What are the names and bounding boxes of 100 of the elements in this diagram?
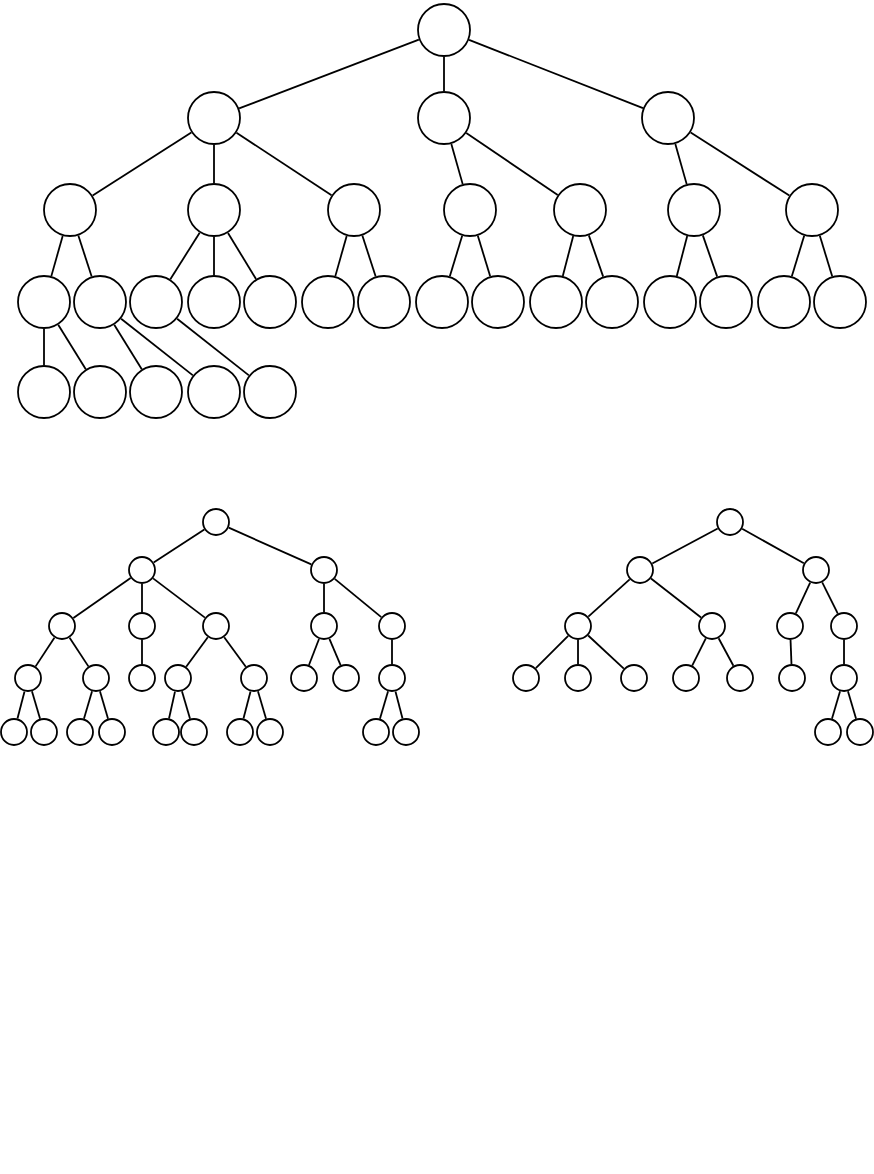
tree-node xyxy=(357,275,411,329)
tree-edge xyxy=(650,577,702,619)
tree-node xyxy=(378,664,406,692)
tree-node xyxy=(310,556,338,584)
tree-node xyxy=(698,612,726,640)
tree-node xyxy=(290,664,318,692)
tree-edge xyxy=(120,317,194,377)
tree-edge xyxy=(843,639,845,665)
tree-node xyxy=(585,275,639,329)
tree-edge xyxy=(328,637,342,667)
tree-node xyxy=(785,183,839,237)
tree-node xyxy=(256,718,284,746)
tree-edge xyxy=(333,577,383,619)
tree-node xyxy=(672,664,700,692)
tree-edge xyxy=(176,317,250,377)
tree-node xyxy=(699,275,753,329)
tree-node xyxy=(830,612,858,640)
tree-edge xyxy=(741,527,805,565)
tree-edge xyxy=(68,636,90,668)
tree-node xyxy=(327,183,381,237)
tree-node xyxy=(512,664,540,692)
tree-node xyxy=(830,664,858,692)
tree-edge xyxy=(141,639,143,665)
tree-node xyxy=(129,275,183,329)
tree-node xyxy=(128,664,156,692)
tree-node xyxy=(620,664,648,692)
tree-node xyxy=(17,275,71,329)
tree-edge xyxy=(448,234,464,278)
tree-edge xyxy=(152,577,206,619)
tree-edge xyxy=(141,583,143,613)
tree-edge xyxy=(181,690,191,720)
tree-edge xyxy=(789,639,793,665)
tree-node xyxy=(641,91,695,145)
tree-edge xyxy=(821,581,839,615)
tree-node xyxy=(301,275,355,329)
tree-node xyxy=(564,664,592,692)
tree-edge xyxy=(227,526,313,566)
tree-edge xyxy=(794,581,812,615)
tree-node xyxy=(43,183,97,237)
tree-node xyxy=(48,612,76,640)
tree-edge xyxy=(465,132,559,196)
tree-edge xyxy=(443,56,445,92)
tree-node xyxy=(128,556,156,584)
tree-node xyxy=(73,275,127,329)
tree-node xyxy=(240,664,268,692)
tree-edge xyxy=(587,578,631,618)
tree-edge xyxy=(468,38,644,110)
tree-edge xyxy=(717,637,735,667)
tree-edge xyxy=(223,636,247,668)
tree-edge xyxy=(361,234,377,278)
tree-edge xyxy=(391,639,393,665)
tree-node xyxy=(626,556,654,584)
tree-node xyxy=(332,664,360,692)
tree-edge xyxy=(561,235,575,277)
tree-edge xyxy=(308,638,320,666)
tree-edge xyxy=(847,690,857,720)
tree-node xyxy=(417,91,471,145)
tree-edge xyxy=(235,131,333,197)
tree-edge xyxy=(450,143,464,185)
tree-edge xyxy=(238,38,420,110)
tree-node xyxy=(187,91,241,145)
tree-edge xyxy=(674,143,688,185)
tree-node xyxy=(443,183,497,237)
tree-node xyxy=(14,664,42,692)
tree-node xyxy=(129,365,183,419)
tree-edge xyxy=(379,690,389,720)
tree-node xyxy=(73,365,127,419)
tree-edge xyxy=(213,144,215,184)
tree-edge xyxy=(689,131,791,197)
tree-node xyxy=(152,718,180,746)
tree-node xyxy=(757,275,811,329)
tree-edge xyxy=(168,690,176,720)
tree-edge xyxy=(831,690,841,720)
tree-node xyxy=(471,275,525,329)
tree-edge xyxy=(83,690,93,720)
tree-node xyxy=(202,508,230,536)
tree-edge xyxy=(227,232,257,280)
tree-edge xyxy=(31,690,41,720)
tree-node xyxy=(417,3,471,57)
tree-edge xyxy=(394,690,404,720)
tree-edge xyxy=(534,634,570,670)
tree-node xyxy=(564,612,592,640)
tree-node xyxy=(187,275,241,329)
tree-node xyxy=(243,275,297,329)
tree-node xyxy=(243,365,297,419)
tree-node xyxy=(726,664,754,692)
tree-edge xyxy=(242,690,252,720)
tree-node xyxy=(187,183,241,237)
tree-edge xyxy=(72,577,132,619)
tree-edge xyxy=(691,637,707,667)
tree-node xyxy=(310,612,338,640)
tree-node xyxy=(128,612,156,640)
tree-node xyxy=(0,718,28,746)
tree-edge xyxy=(185,636,209,668)
tree-edge xyxy=(43,328,45,366)
tree-node xyxy=(378,612,406,640)
tree-node xyxy=(846,718,874,746)
tree-node xyxy=(802,556,830,584)
tree-node xyxy=(643,275,697,329)
tree-edge xyxy=(790,234,806,278)
